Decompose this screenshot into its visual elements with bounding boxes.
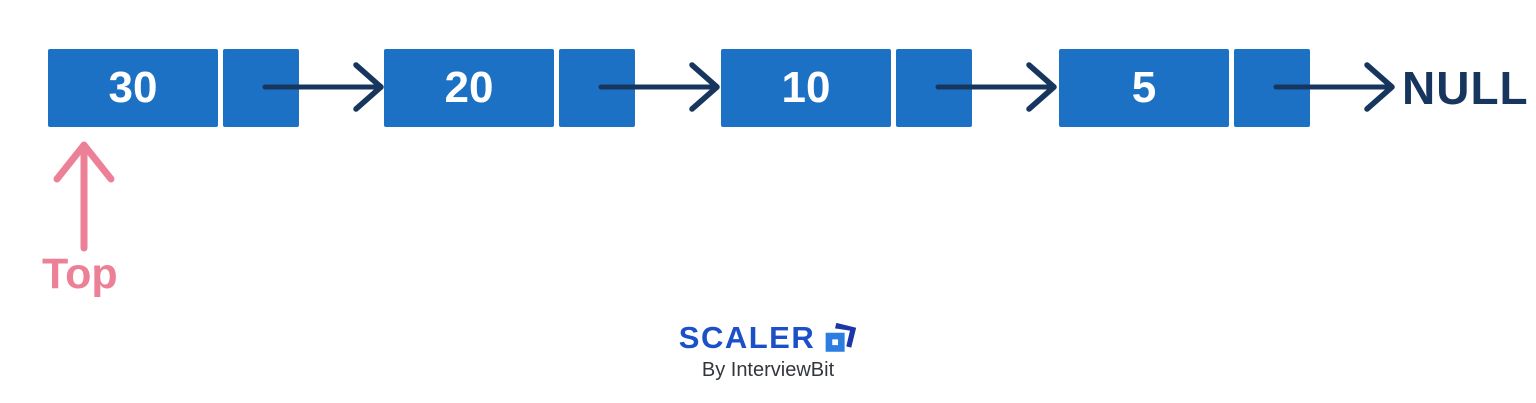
scaler-cube-icon [825, 322, 857, 352]
node-value: 30 [108, 63, 158, 112]
node-value: 10 [781, 63, 831, 112]
node-value-box: 5 [1059, 49, 1229, 127]
scaler-subtitle: By InterviewBit [701, 359, 835, 381]
node-value-box: 10 [721, 49, 891, 127]
node-value-box: 30 [48, 49, 218, 127]
next-pointer-arrow-icon [935, 62, 1057, 112]
next-pointer-arrow-icon [598, 62, 720, 112]
scaler-wordmark: SCALER [678, 320, 816, 355]
node-value: 20 [444, 63, 494, 112]
node-value: 5 [1131, 63, 1157, 112]
scaler-logo: SCALER By InterviewBit [0, 320, 1536, 382]
null-label: NULL [1402, 62, 1529, 114]
node-value-box: 20 [384, 49, 554, 127]
next-pointer-arrow-icon [1273, 62, 1395, 112]
top-pointer-arrow-icon [53, 141, 115, 252]
next-pointer-arrow-icon [262, 62, 384, 112]
top-label: Top [42, 250, 118, 298]
